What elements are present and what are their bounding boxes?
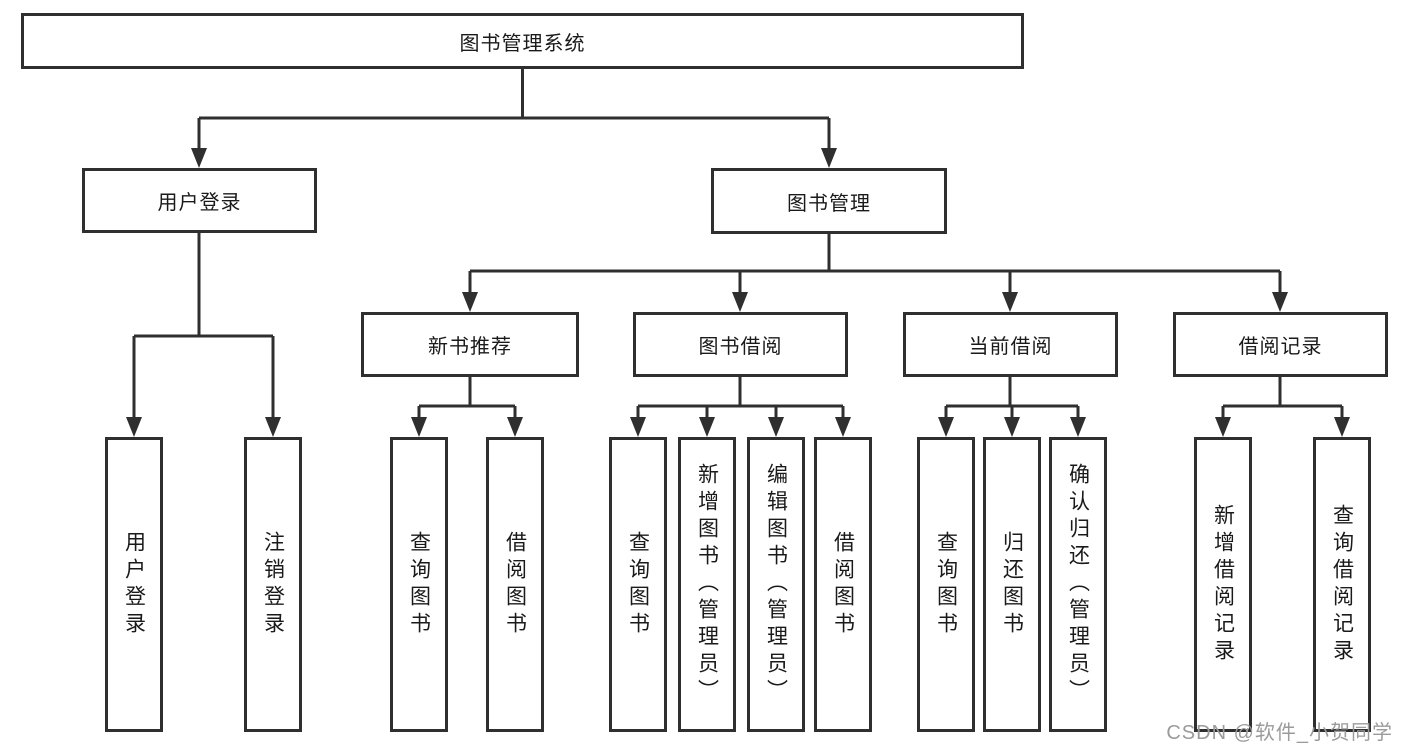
edges-borrowing-records (1215, 375, 1350, 437)
arrowhead (1215, 417, 1231, 437)
node-borrowing-records-label: 借阅记录 (1238, 336, 1323, 358)
arrowhead (265, 417, 281, 437)
leaf-bb-query-books: 查询图书 (609, 437, 667, 732)
leaf-logout: 注销登录 (244, 437, 302, 732)
leaf-cb-confirm-return-admin-label: 确认归还（管理员） (1066, 463, 1090, 706)
leaf-user-login-label: 用户登录 (122, 530, 146, 639)
edges-user-login (126, 231, 281, 437)
node-current-borrowing-label: 当前借阅 (968, 336, 1053, 358)
node-new-book-recommend-label: 新书推荐 (428, 336, 512, 358)
leaf-bb-edit-books-admin-label: 编辑图书（管理员） (764, 463, 788, 706)
edges-book-borrowing (630, 375, 851, 437)
leaf-bb-add-books-admin-label: 新增图书（管理员） (695, 463, 719, 706)
arrowhead (1334, 417, 1350, 437)
node-user-login: 用户登录 (82, 168, 317, 233)
arrowhead (768, 417, 784, 437)
leaf-br-add-record-label: 新增借阅记录 (1211, 503, 1235, 666)
leaf-logout-label: 注销登录 (261, 530, 285, 639)
leaf-bb-borrow-books: 借阅图书 (814, 437, 872, 732)
arrowhead (507, 417, 523, 437)
arrowhead (191, 148, 207, 168)
node-book-management-label: 图书管理 (787, 192, 871, 215)
leaf-bb-query-books-label: 查询图书 (626, 530, 650, 639)
leaf-br-add-record: 新增借阅记录 (1194, 437, 1252, 732)
arrowhead (732, 292, 748, 312)
arrowhead (1002, 292, 1018, 312)
arrowhead (1070, 417, 1086, 437)
arrowhead (126, 417, 142, 437)
arrowhead (938, 417, 954, 437)
leaf-br-query-record: 查询借阅记录 (1313, 437, 1371, 732)
arrowhead (699, 417, 715, 437)
leaf-cb-return-books-label: 归还图书 (1000, 530, 1024, 639)
edges-book-management (462, 232, 1288, 312)
leaf-user-login: 用户登录 (105, 437, 163, 732)
node-book-borrowing: 图书借阅 (633, 312, 848, 377)
arrowhead (835, 417, 851, 437)
node-root-label: 图书管理系统 (459, 32, 586, 55)
node-current-borrowing: 当前借阅 (903, 312, 1118, 377)
node-new-book-recommend: 新书推荐 (361, 312, 579, 377)
leaf-cb-query-books-label: 查询图书 (934, 530, 958, 639)
arrowhead (462, 292, 478, 312)
leaf-cb-return-books: 归还图书 (983, 437, 1041, 732)
arrowhead (1272, 292, 1288, 312)
node-borrowing-records: 借阅记录 (1173, 312, 1388, 377)
node-book-borrowing-label: 图书借阅 (698, 336, 783, 358)
edges-root (191, 67, 837, 168)
node-root: 图书管理系统 (21, 13, 1024, 69)
arrowhead (821, 148, 837, 168)
arrowhead (630, 417, 646, 437)
leaf-br-query-record-label: 查询借阅记录 (1330, 503, 1354, 666)
edges-new-book-recommend (411, 375, 523, 437)
leaf-bb-add-books-admin: 新增图书（管理员） (678, 437, 736, 732)
leaf-nbr-borrow-books-label: 借阅图书 (503, 530, 527, 639)
leaf-cb-confirm-return-admin: 确认归还（管理员） (1049, 437, 1107, 732)
leaf-nbr-query-books: 查询图书 (390, 437, 448, 732)
node-user-login-label: 用户登录 (157, 192, 242, 214)
leaf-cb-query-books: 查询图书 (917, 437, 975, 732)
leaf-nbr-query-books-label: 查询图书 (407, 530, 431, 639)
leaf-nbr-borrow-books: 借阅图书 (486, 437, 544, 732)
edges-current-borrowing (938, 375, 1086, 437)
csdn-watermark: CSDN @软件_小贺同学 (1166, 722, 1393, 744)
arrowhead (1004, 417, 1020, 437)
arrowhead (411, 417, 427, 437)
leaf-bb-borrow-books-label: 借阅图书 (831, 530, 855, 639)
leaf-bb-edit-books-admin: 编辑图书（管理员） (747, 437, 805, 732)
node-book-management: 图书管理 (711, 168, 947, 234)
